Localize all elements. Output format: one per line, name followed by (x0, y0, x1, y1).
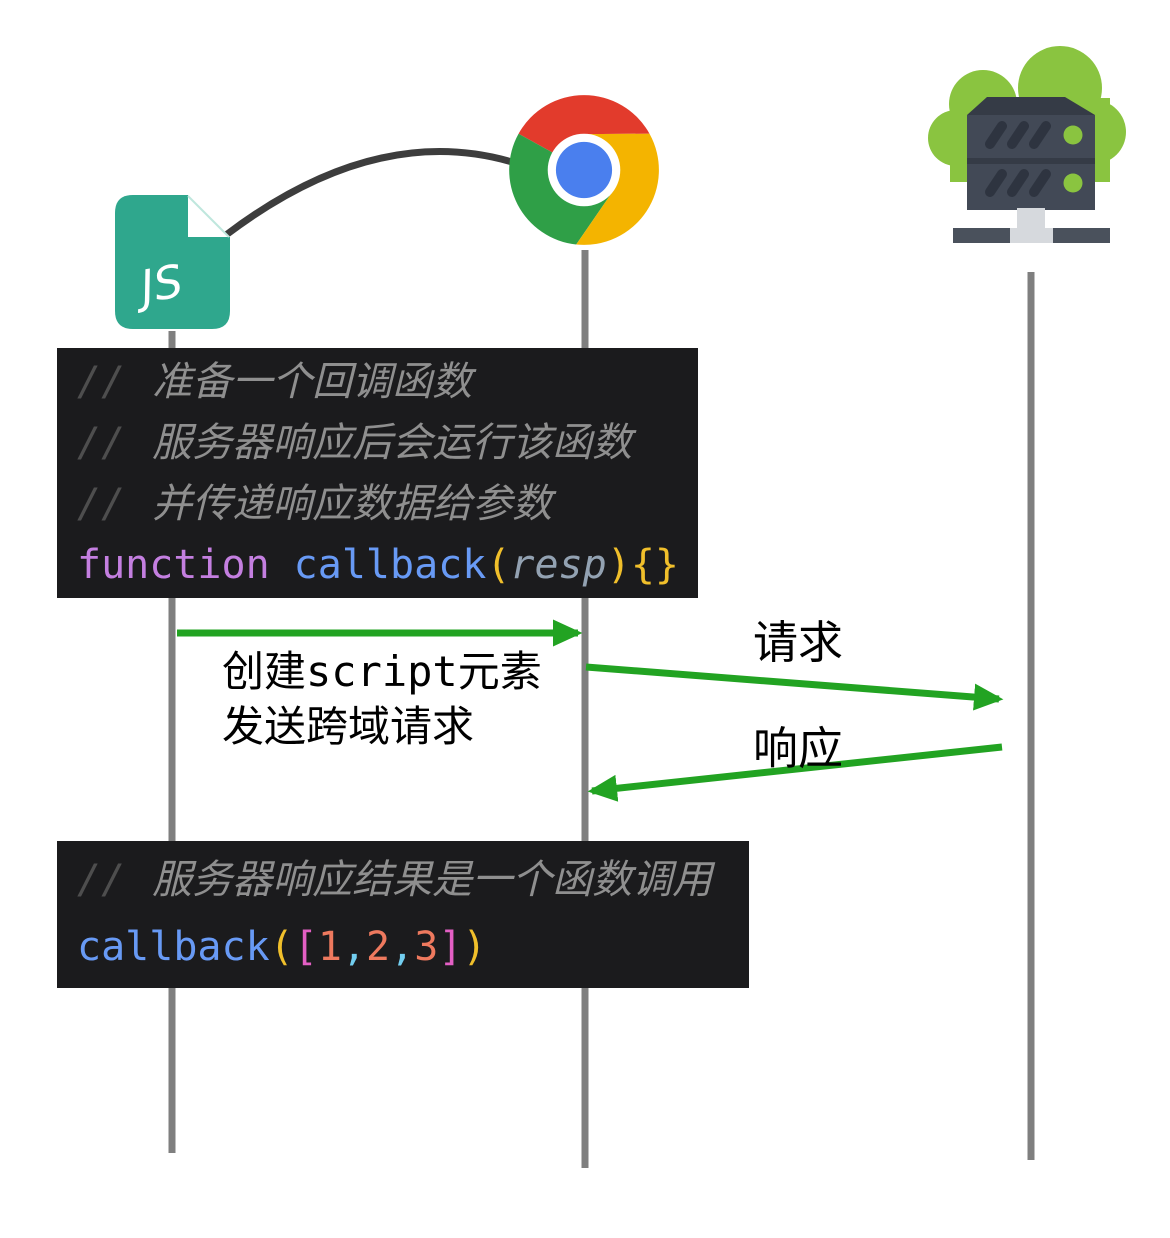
token-number: 1 (317, 924, 342, 970)
chrome-blue-center (555, 141, 613, 199)
arrow-request (585, 663, 1004, 711)
server-top-face (967, 97, 1095, 115)
code-block-server-response: //服务器响应结果是一个函数调用 callback([1,2,3]) (57, 841, 749, 988)
comment-line: // 并传递响应数据给参数 (77, 474, 698, 535)
token-parameter: resp (510, 542, 607, 588)
token-function-name: callback (293, 542, 487, 588)
chrome-red-segment (518, 95, 650, 153)
comment-slashes: // (77, 481, 126, 527)
server-foot-right (1053, 228, 1110, 243)
label-request: 请求 (753, 616, 844, 669)
code-line-callback-invocation: callback([1,2,3]) (77, 914, 749, 981)
server-unit-divider (967, 158, 1095, 164)
token-open-paren: ( (269, 924, 294, 970)
chrome-green-segment (509, 133, 614, 245)
chrome-icon (509, 95, 659, 245)
comment-text: 服务器响应后会运行该函数 (152, 420, 633, 466)
token-keyword: function (77, 542, 270, 588)
chrome-yellow-segment (576, 133, 659, 245)
token-comma: , (390, 924, 415, 970)
server-foot-left (953, 228, 1010, 243)
token-close-bracket: ] (438, 924, 463, 970)
comment-line: // 服务器响应后会运行该函数 (77, 413, 698, 474)
comment-slashes: // (77, 857, 126, 903)
token-close-paren: ) (606, 542, 631, 588)
server-vents-unit2 (985, 169, 1051, 197)
label-create-script-line2: 发送跨域请求 (222, 702, 475, 751)
token-close-paren: ) (462, 924, 487, 970)
comment-text: 并传递响应数据给参数 (152, 481, 553, 527)
token-number: 3 (414, 924, 439, 970)
comment-slashes: // (77, 420, 126, 466)
arrow-response (587, 743, 1003, 802)
server-icon (928, 46, 1126, 243)
label-create-script-line1: 创建script元素 (222, 647, 542, 696)
code-block-callback-definition: // 准备一个回调函数 // 服务器响应后会运行该函数 // 并传递响应数据给参数 f… (57, 348, 698, 598)
js-file-icon: JS (115, 195, 230, 329)
comment-text: 服务器响应结果是一个函数调用 (152, 857, 713, 903)
token-open-paren: ( (486, 542, 511, 588)
js-to-browser-connector-curve (222, 148, 516, 239)
comment-text: 准备一个回调函数 (152, 359, 473, 405)
token-open-bracket: [ (293, 924, 318, 970)
server-vents-unit1 (985, 121, 1051, 149)
token-comma: , (341, 924, 367, 970)
token-number: 2 (366, 924, 391, 970)
label-create-script-request: 创建script元素 发送跨域请求 (222, 644, 542, 754)
token-braces: {} (630, 542, 679, 588)
server-base-center (1010, 228, 1053, 243)
comment-line: // 服务器响应结果是一个函数调用 (77, 847, 749, 914)
token-function-name: callback (77, 924, 270, 970)
server-stand (1017, 208, 1045, 230)
code-line-function-definition: function callback(resp){} (77, 535, 698, 596)
server-led-unit2 (1063, 173, 1083, 193)
server-rack (953, 97, 1110, 243)
label-response: 响应 (753, 722, 844, 775)
js-file-fold-edge (187, 195, 230, 238)
comment-line: // 准备一个回调函数 (77, 352, 698, 413)
comment-slashes: // (77, 359, 126, 405)
server-led-unit1 (1063, 125, 1083, 145)
